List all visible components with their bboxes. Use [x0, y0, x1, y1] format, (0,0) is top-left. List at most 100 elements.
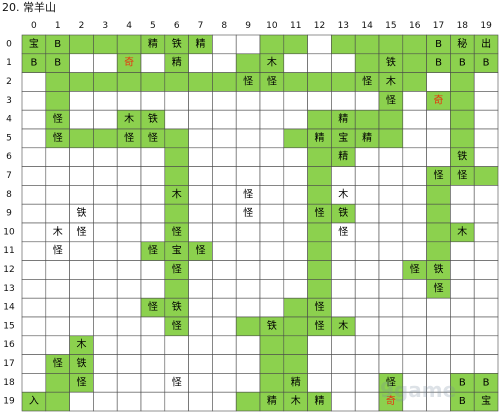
empty-cell [212, 53, 237, 73]
cell-symbol: 木 [338, 320, 348, 332]
empty-cell [93, 185, 118, 205]
empty-cell [93, 373, 118, 393]
cell-symbol: 木 [338, 188, 348, 200]
empty-cell [212, 147, 237, 167]
empty-cell [259, 297, 285, 318]
path-cell [307, 222, 332, 243]
empty-cell [378, 297, 404, 318]
cell-symbol: 怪 [315, 300, 325, 313]
empty-cell [259, 128, 285, 149]
empty-cell [21, 297, 47, 318]
empty-cell [378, 185, 404, 205]
empty-cell [45, 335, 70, 355]
empty-cell [426, 109, 451, 130]
row-label: 18 [3, 378, 15, 388]
empty-cell [188, 391, 213, 412]
empty-cell [473, 335, 499, 355]
cell-symbol: 怪 [172, 375, 182, 388]
empty-cell [116, 203, 142, 224]
empty-cell [331, 260, 356, 280]
empty-cell [45, 166, 70, 186]
empty-cell [188, 53, 213, 73]
empty-cell [259, 185, 285, 205]
col-label: 6 [174, 21, 180, 31]
row-label: 13 [3, 284, 14, 294]
empty-cell [45, 185, 70, 205]
empty-cell [402, 222, 427, 243]
empty-cell [354, 297, 380, 318]
cell-symbol: 怪 [172, 263, 182, 276]
path-cell [283, 335, 308, 355]
cell-symbol: 怪 [386, 375, 396, 388]
empty-cell [259, 260, 285, 280]
empty-cell [378, 147, 404, 167]
empty-cell [21, 203, 47, 224]
col-label: 2 [79, 21, 85, 31]
empty-cell [212, 279, 237, 299]
empty-cell [354, 222, 380, 243]
empty-cell [93, 260, 118, 280]
path-cell [69, 128, 94, 149]
empty-cell [473, 147, 499, 167]
path-cell [307, 166, 332, 186]
empty-cell [93, 354, 118, 374]
empty-cell [473, 354, 499, 374]
empty-cell [307, 34, 332, 55]
empty-cell [259, 203, 285, 224]
path-cell [45, 72, 70, 92]
path-cell [164, 128, 189, 149]
cell-symbol: 奇 [386, 394, 396, 407]
cell-symbol: B [483, 58, 490, 69]
path-cell [331, 34, 356, 55]
empty-cell [331, 241, 356, 261]
path-cell [283, 34, 308, 55]
cell-symbol: 怪 [172, 225, 182, 238]
cell-symbol: 怪 [457, 169, 467, 182]
path-cell [450, 91, 475, 111]
empty-cell [473, 316, 499, 337]
empty-cell [378, 241, 404, 261]
empty-cell [116, 335, 142, 355]
empty-cell [259, 147, 285, 167]
empty-cell [450, 241, 475, 261]
empty-cell [473, 128, 499, 149]
empty-cell [212, 166, 237, 186]
empty-cell [69, 109, 94, 130]
empty-cell [93, 166, 118, 186]
empty-cell [116, 354, 142, 374]
cell-symbol: 怪 [172, 319, 182, 332]
cell-symbol: 精 [267, 394, 277, 407]
path-cell [473, 166, 499, 186]
path-cell [69, 72, 94, 92]
empty-cell [354, 91, 380, 111]
empty-cell [473, 91, 499, 111]
cell-symbol: 铁 [434, 263, 444, 276]
empty-cell [402, 335, 427, 355]
cell-symbol: B [459, 396, 466, 407]
empty-cell [354, 241, 380, 261]
empty-cell [21, 279, 47, 299]
cell-symbol: 怪 [53, 131, 63, 144]
cell-symbol: 怪 [267, 75, 277, 88]
empty-cell [188, 297, 213, 318]
path-cell [426, 222, 451, 243]
empty-cell [212, 128, 237, 149]
cell-symbol: B [483, 377, 490, 388]
empty-cell [93, 91, 118, 111]
empty-cell [164, 391, 189, 412]
empty-cell [307, 91, 332, 111]
cell-symbol: 怪 [338, 225, 348, 238]
empty-cell [21, 354, 47, 374]
empty-cell [45, 260, 70, 280]
empty-cell [331, 335, 356, 355]
empty-cell [140, 222, 166, 243]
empty-cell [188, 109, 213, 130]
empty-cell [426, 128, 451, 149]
empty-cell [259, 166, 285, 186]
empty-cell [45, 147, 70, 167]
empty-cell [378, 335, 404, 355]
row-label: 19 [3, 397, 15, 407]
path-cell [283, 297, 308, 318]
path-cell [307, 72, 332, 92]
cell-symbol: 精 [315, 131, 325, 144]
